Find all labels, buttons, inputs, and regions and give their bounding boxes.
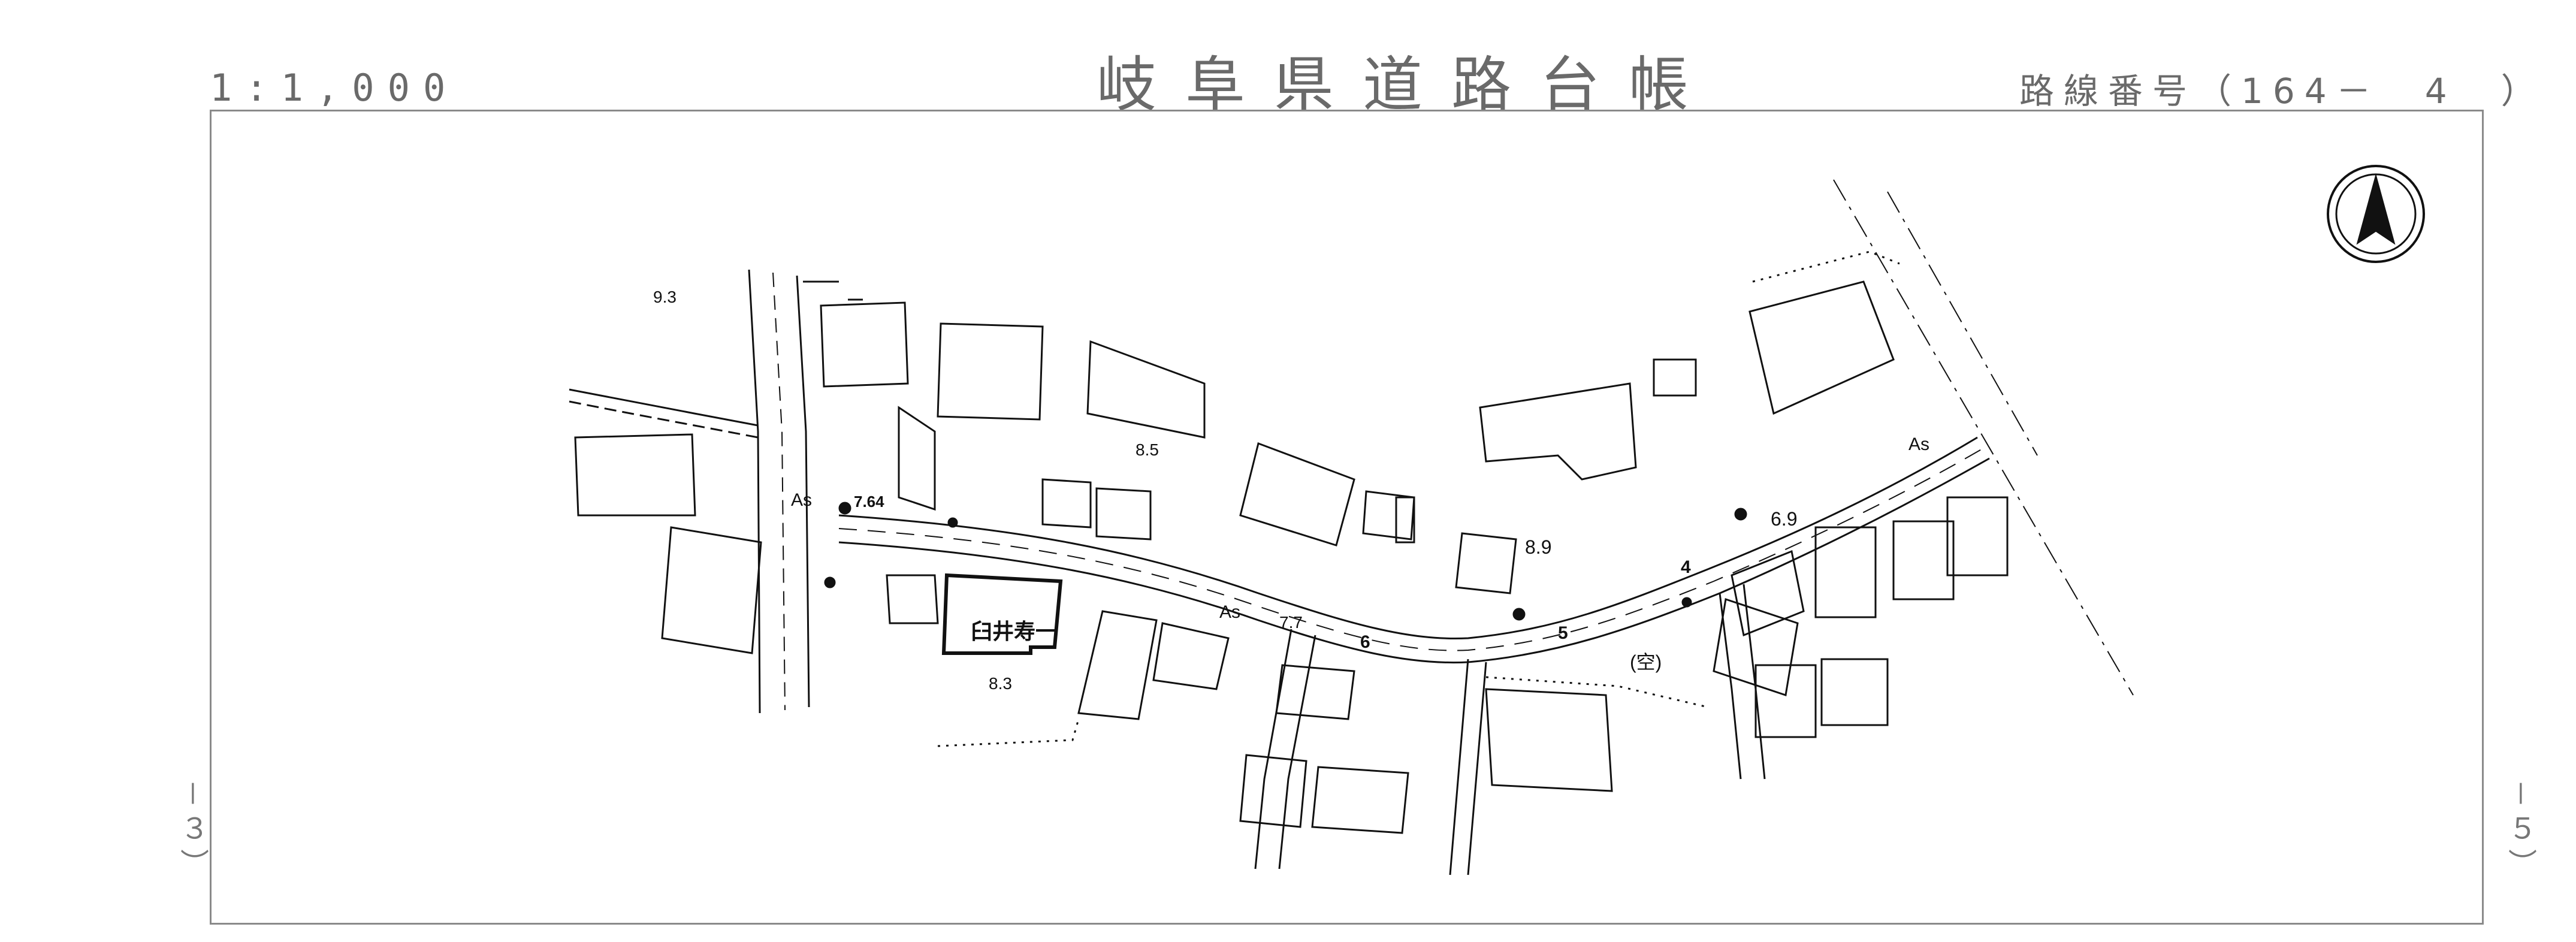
elevation-label: 7.7 [1279,613,1303,632]
surface-label: As [1908,434,1930,454]
owner-name: 臼井寿一 [971,619,1058,644]
side-road-west-branch [569,388,759,439]
distance-marker: 5 [1558,623,1568,643]
elevation-label: 8.5 [1136,440,1159,459]
elevation-label: 7.64 [854,493,884,511]
north-arrow-icon [2327,165,2425,263]
adjacent-sheet-right: －５） [2503,779,2536,884]
map-title: 岐阜県道路台帳 [1097,50,1717,120]
utility-markers [824,502,1747,621]
buildings [574,280,2009,834]
railway-line [1833,179,2134,696]
side-road-south [1254,584,1766,875]
adjacent-sheet-left: －３） [175,779,209,884]
route-number: 路線番号（164－ 4 ） [2019,71,2545,111]
surface-label: As [791,490,813,510]
main-road [838,436,1990,664]
property-lines [937,250,1900,747]
map-frame [210,110,2484,925]
boundary-line [1887,191,2038,456]
distance-marker: 4 [1681,557,1691,577]
surface-label: As [1219,602,1241,622]
side-road-west [748,269,863,714]
elevation-label: 6.9 [1771,508,1798,530]
vacant-lot-label: (空) [1630,651,1662,673]
elevation-label: 8.3 [989,674,1012,693]
distance-marker: 6 [1360,632,1370,652]
elevation-label: 8.9 [1525,536,1552,558]
elevation-label: 9.3 [653,288,677,306]
scale-label: 1:1,000 [210,66,459,110]
